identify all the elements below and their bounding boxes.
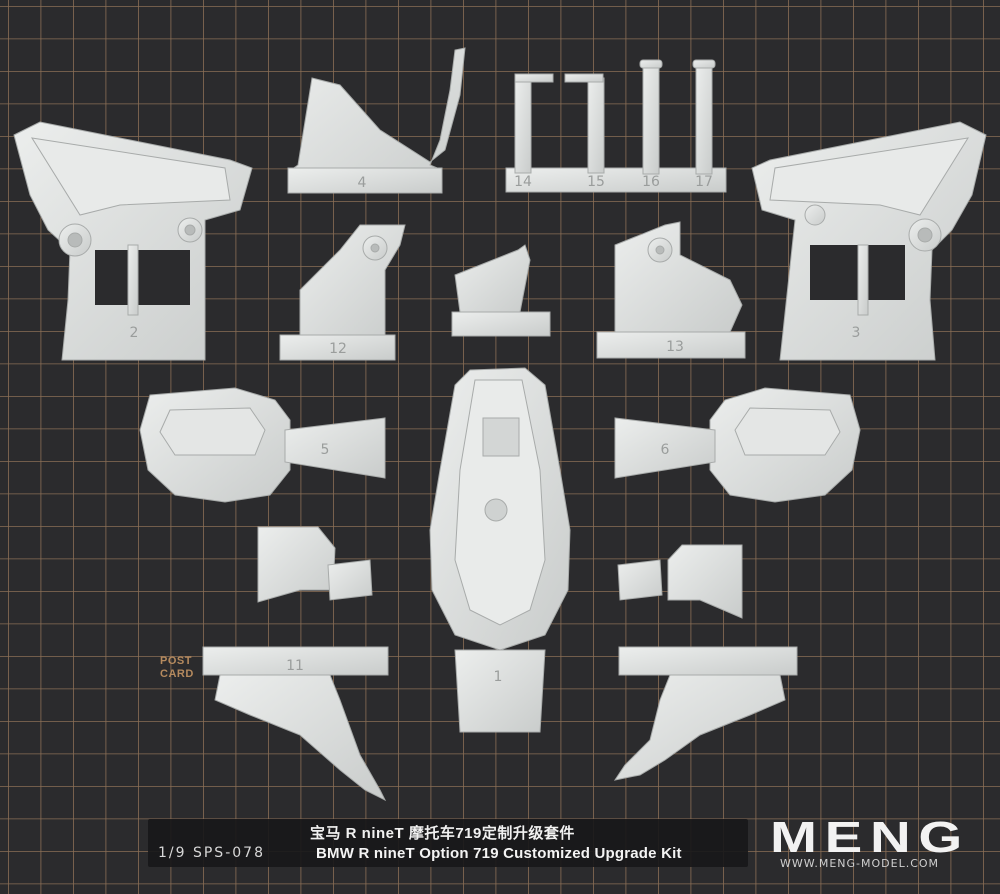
part-number-5: 5: [321, 442, 330, 458]
meng-logo-text: MENG: [770, 818, 970, 856]
part-valve-cover-left: [139, 387, 386, 503]
mat-postcard-marking: POST CARD: [160, 655, 194, 681]
part-footpeg-right: [613, 646, 798, 781]
part-valve-cover-right: [614, 387, 861, 503]
part-pins-sprue: [505, 59, 727, 193]
part-fuel-tank: [429, 367, 571, 733]
part-number-12: 12: [329, 341, 347, 357]
part-bracket-right-small: [617, 544, 743, 619]
part-footpeg-left: [202, 646, 389, 802]
part-number-13: 13: [666, 339, 684, 355]
meng-logo: MENG: [770, 818, 970, 856]
caption-title-chinese: 宝马 R nineT 摩托车719定制升级套件: [310, 825, 575, 842]
part-bracket-left-small: [257, 526, 373, 603]
part-frame-right: [751, 121, 987, 361]
caption-scale-code: 1/9 SPS-078: [158, 845, 265, 861]
part-number-14: 14: [514, 174, 532, 190]
part-frame-left: [13, 121, 253, 361]
caption-band: [148, 819, 748, 867]
part-bracket-12: [279, 224, 406, 361]
part-number-6: 6: [661, 442, 670, 458]
part-bracket-center: [451, 244, 551, 337]
part-number-15: 15: [587, 174, 605, 190]
part-bracket-13: [596, 221, 746, 359]
part-number-11: 11: [286, 658, 304, 674]
brand-website: WWW.MENG-MODEL.COM: [780, 857, 940, 870]
part-number-4: 4: [358, 175, 367, 191]
part-stand-top-left: [287, 47, 466, 194]
part-number-3: 3: [852, 325, 861, 341]
mat-marking-line1: POST: [160, 655, 192, 667]
part-number-2: 2: [130, 325, 139, 341]
part-number-17: 17: [695, 174, 713, 190]
caption-title-english: BMW R nineT Option 719 Customized Upgrad…: [316, 845, 682, 862]
part-number-16: 16: [642, 174, 660, 190]
part-number-1: 1: [494, 669, 503, 685]
mat-marking-line2: CARD: [160, 668, 194, 680]
